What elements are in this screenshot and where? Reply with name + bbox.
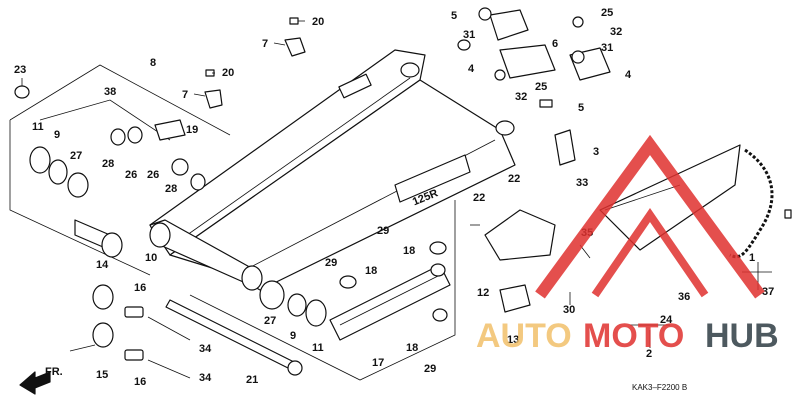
callout-34a: 34	[199, 343, 212, 355]
watermark-word-moto: MOTO	[583, 317, 684, 355]
callout-28b: 28	[165, 183, 177, 195]
callout-24: 24	[660, 314, 673, 326]
callout-11a: 11	[32, 121, 44, 133]
callout-20a: 20	[312, 16, 324, 28]
callout-32a: 32	[515, 91, 527, 103]
callout-26a: 26	[125, 169, 137, 181]
callout-7a: 7	[262, 38, 268, 50]
callout-37: 37	[762, 286, 774, 298]
callout-8: 8	[150, 57, 156, 69]
callout-31a: 31	[463, 29, 475, 41]
hose-clamps	[204, 17, 306, 109]
swingarm: 125R	[149, 49, 516, 291]
watermark-word-hub: HUB	[705, 317, 779, 355]
watermark-word-auto: AUTO	[476, 317, 572, 355]
callout-27b: 27	[264, 315, 276, 327]
front-direction-label: FR.	[45, 366, 63, 378]
callout-2: 2	[646, 348, 652, 360]
callout-27a: 27	[70, 150, 82, 162]
callout-30: 30	[563, 304, 575, 316]
chain-slider	[329, 241, 451, 341]
callout-6: 6	[552, 38, 558, 50]
callout-5b: 5	[578, 102, 584, 114]
callout-29a: 29	[325, 257, 337, 269]
assembly-frame	[9, 64, 456, 381]
callout-1: 1	[749, 252, 755, 264]
callout-36: 36	[678, 291, 690, 303]
callout-26b: 26	[147, 169, 159, 181]
callout-17: 17	[372, 357, 384, 369]
pivot-bushings-left	[14, 85, 206, 258]
callout-10: 10	[145, 252, 157, 264]
callout-18c: 18	[406, 342, 418, 354]
callout-19: 19	[186, 124, 198, 136]
callout-23: 23	[14, 64, 26, 76]
chain-adjusters	[457, 7, 611, 108]
callout-13: 13	[507, 334, 519, 346]
callout-9b: 9	[290, 330, 296, 342]
callout-25b: 25	[601, 7, 613, 19]
callout-3: 3	[593, 146, 599, 158]
callout-38: 38	[104, 86, 116, 98]
watermark-logo-mark	[535, 134, 765, 299]
callout-28a: 28	[102, 158, 114, 170]
callout-18a: 18	[365, 265, 377, 277]
callout-9a: 9	[54, 129, 60, 141]
chain-case	[484, 129, 741, 313]
callout-4a: 4	[468, 63, 475, 75]
callout-4b: 4	[625, 69, 632, 81]
callout-29b: 29	[377, 225, 389, 237]
diagram-code: KAK3–F2200 B	[632, 383, 687, 392]
callout-29c: 29	[424, 363, 436, 375]
front-direction-arrow: FR.	[19, 366, 63, 395]
callout-21: 21	[246, 374, 258, 386]
callout-18b: 18	[403, 245, 415, 257]
callout-5a: 5	[451, 10, 457, 22]
callout-31b: 31	[601, 42, 613, 54]
callout-12: 12	[477, 287, 489, 299]
callout-15: 15	[96, 369, 108, 381]
callout-14: 14	[96, 259, 109, 271]
callout-25a: 25	[535, 81, 547, 93]
callout-22b: 22	[508, 173, 520, 185]
callout-22a: 22	[473, 192, 485, 204]
callout-33: 33	[576, 177, 588, 189]
pivot-hardware	[92, 280, 327, 379]
callout-11b: 11	[312, 342, 324, 354]
callout-16a: 16	[134, 282, 146, 294]
drive-chain	[729, 148, 792, 259]
callout-34b: 34	[199, 372, 212, 384]
callout-7b: 7	[182, 89, 188, 101]
callout-20b: 20	[222, 67, 234, 79]
automotohub-watermark: AUTO MOTO HUB	[476, 134, 779, 355]
callout-16b: 16	[134, 376, 146, 388]
callout-32b: 32	[610, 26, 622, 38]
